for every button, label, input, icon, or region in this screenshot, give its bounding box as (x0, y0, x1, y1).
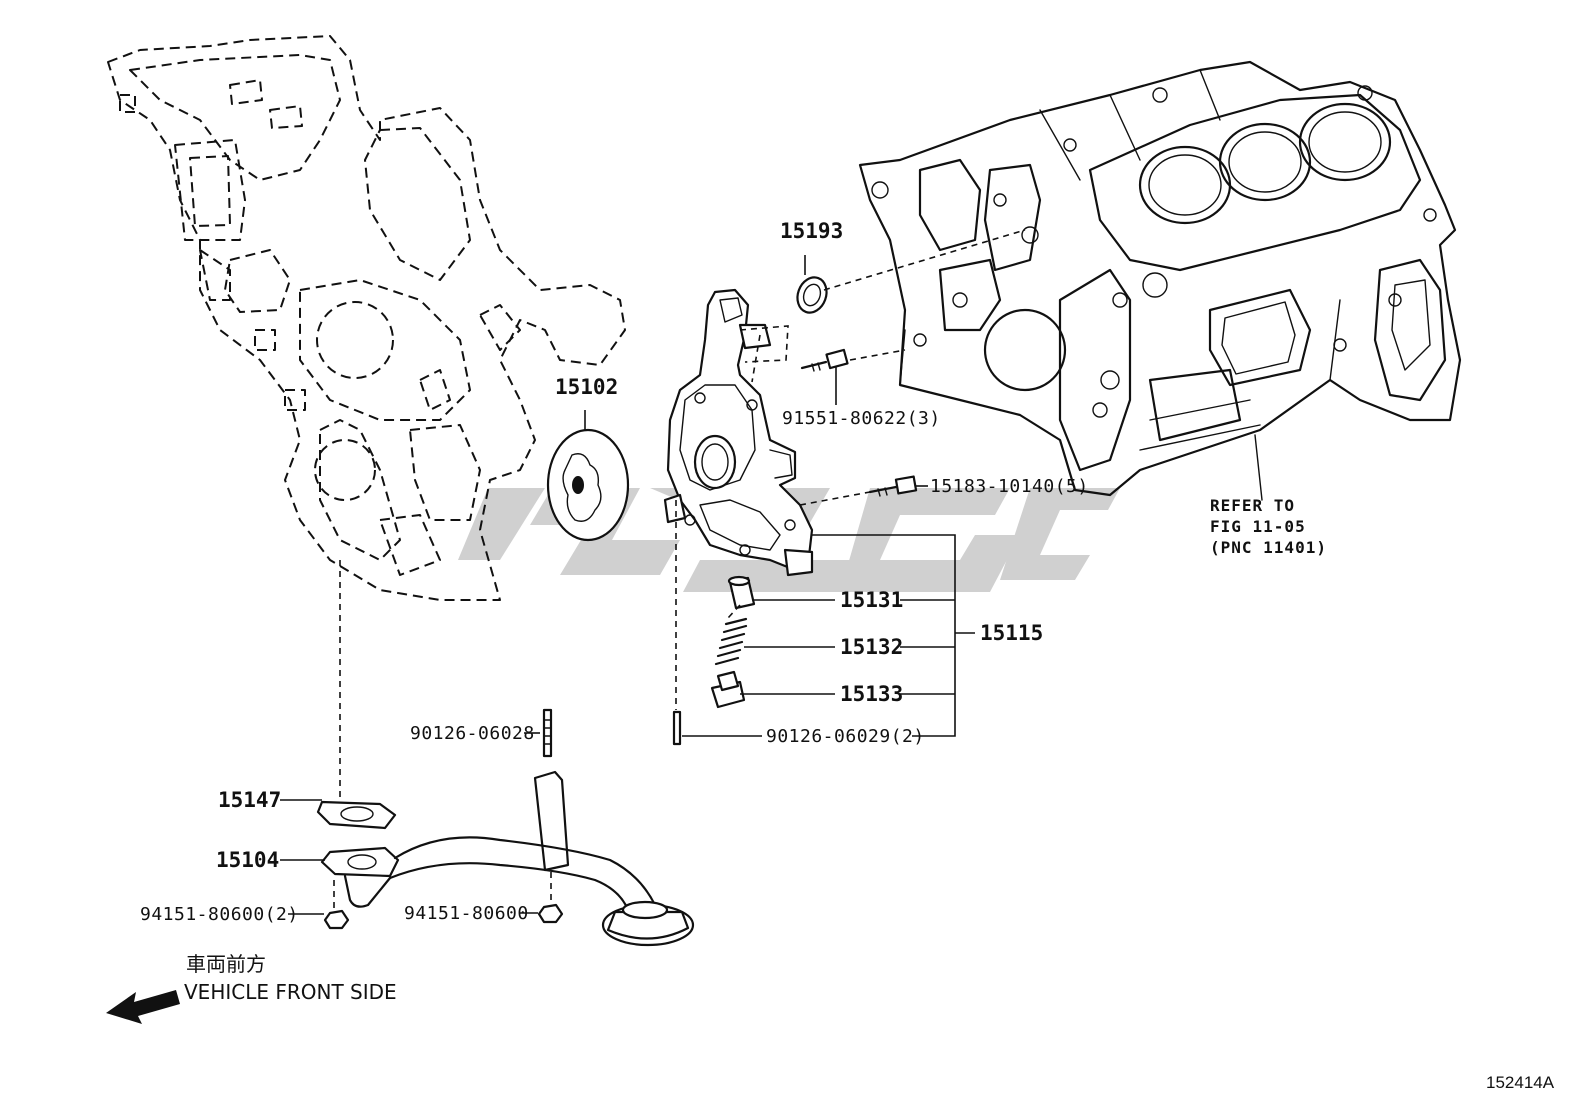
label-94151-80600: 94151-80600 (404, 903, 529, 924)
label-15102: 15102 (555, 375, 618, 399)
refer-note-line1: REFER TO (1210, 496, 1295, 515)
label-15193: 15193 (780, 219, 843, 243)
stud-90126-06028 (542, 708, 553, 758)
front-direction-japanese: 車両前方 (186, 952, 266, 976)
left-arrow-icon (106, 990, 180, 1024)
nut-94151-b (537, 903, 564, 924)
bolt-91551 (800, 348, 849, 372)
nut-94151-a (323, 909, 350, 930)
refer-note-line2: FIG 11-05 (1210, 517, 1306, 536)
label-15183-10140: 15183-10140(5) (930, 476, 1089, 497)
label-15115: 15115 (980, 621, 1043, 645)
leader-lines (280, 229, 1026, 915)
timing-cover-outline (107, 35, 626, 601)
gasket-15147 (316, 800, 397, 830)
refer-note-line3: (PNC 11401) (1210, 538, 1327, 557)
stud-90126-06029 (672, 710, 682, 746)
seal-15193 (796, 276, 828, 314)
label-15132: 15132 (840, 635, 903, 659)
label-15147: 15147 (218, 788, 281, 812)
label-15133: 15133 (840, 682, 903, 706)
cylinder-block (858, 60, 1462, 501)
label-94151-80600-2: 94151-80600(2) (140, 904, 299, 925)
label-90126-06028: 90126-06028 (410, 723, 535, 744)
front-direction-english: VEHICLE FRONT SIDE (184, 980, 397, 1004)
illustration-id: 152414A (1486, 1073, 1555, 1092)
bolt-15183 (868, 475, 918, 497)
label-90126-06029: 90126-06029(2) (766, 726, 925, 747)
label-91551-80622: 91551-80622(3) (782, 408, 941, 429)
label-15104: 15104 (216, 848, 279, 872)
rotor-15102 (546, 428, 630, 542)
label-15131: 15131 (840, 588, 903, 612)
relief-valve (710, 575, 756, 709)
oil-pump-body (663, 288, 814, 577)
oil-strainer-15104 (320, 770, 695, 947)
